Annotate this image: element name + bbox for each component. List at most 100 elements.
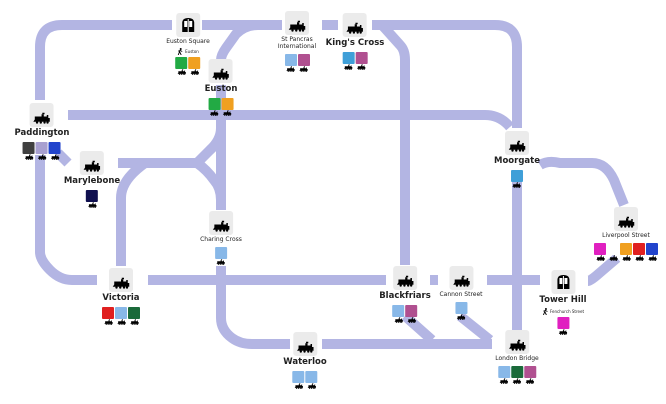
operator-badges xyxy=(392,304,418,323)
station-name: Blackfriars xyxy=(379,291,431,301)
rail-line xyxy=(35,155,97,285)
operator-badges xyxy=(22,141,61,160)
station-charing-cross[interactable]: Charing Cross xyxy=(200,211,242,265)
operator-train-icon xyxy=(115,306,127,325)
steam-train-icon xyxy=(343,13,367,37)
operator-badges xyxy=(342,51,368,70)
station-name: King's Cross xyxy=(325,38,385,48)
operator-badges xyxy=(498,365,536,384)
station-name: Paddington xyxy=(14,128,70,138)
rail-line xyxy=(194,158,226,201)
operator-train-icon xyxy=(498,365,510,384)
operator-train-icon xyxy=(594,242,606,261)
station-euston[interactable]: Euston xyxy=(204,59,238,116)
station-name: Charing Cross xyxy=(200,236,242,243)
operator-train-icon xyxy=(128,306,140,325)
rail-line xyxy=(537,156,629,207)
operator-badges xyxy=(85,189,98,208)
operator-train-icon xyxy=(208,97,221,116)
tube-train-icon xyxy=(175,13,200,37)
station-name: Marylebone xyxy=(63,176,121,186)
steam-train-icon xyxy=(109,268,133,292)
operator-train-icon xyxy=(305,370,318,389)
operator-badges xyxy=(556,316,569,335)
steam-train-icon xyxy=(393,266,417,290)
station-name: Cannon Street xyxy=(439,291,483,298)
operator-train-icon xyxy=(355,51,368,70)
walk-destination: Euston xyxy=(185,49,199,55)
operator-train-icon xyxy=(215,246,227,265)
operator-badges xyxy=(102,306,140,325)
rail-line xyxy=(372,20,522,128)
operator-badges xyxy=(292,370,318,389)
operator-train-icon xyxy=(221,97,234,116)
operator-badges xyxy=(594,242,658,261)
operator-train-icon xyxy=(633,242,645,261)
walk-destination: Fenchurch Street xyxy=(549,309,585,315)
operator-train-icon xyxy=(524,365,536,384)
operator-train-icon xyxy=(607,242,619,261)
tube-train-icon xyxy=(550,270,575,294)
station-cannon-street[interactable]: Cannon Street xyxy=(439,266,483,320)
station-victoria[interactable]: Victoria xyxy=(102,268,140,325)
rail-line xyxy=(456,312,494,344)
station-name: Tower Hill xyxy=(539,295,587,305)
operator-train-icon xyxy=(35,141,48,160)
operator-train-icon xyxy=(405,304,418,323)
operator-train-icon xyxy=(510,169,523,188)
walking-person-icon xyxy=(177,47,183,56)
walking-transfer: Euston xyxy=(177,47,199,56)
station-name: London Bridge xyxy=(495,355,539,362)
operator-train-icon xyxy=(175,56,188,75)
operator-train-icon xyxy=(620,242,632,261)
steam-train-icon xyxy=(614,207,638,231)
steam-train-icon xyxy=(505,330,529,354)
rail-line xyxy=(118,127,226,168)
operator-badges xyxy=(455,301,467,320)
operator-train-icon xyxy=(85,189,98,208)
operator-badges xyxy=(284,53,310,72)
operator-train-icon xyxy=(284,53,297,72)
operator-train-icon xyxy=(556,316,569,335)
steam-train-icon xyxy=(285,11,309,35)
operator-train-icon xyxy=(102,306,114,325)
rail-line xyxy=(68,110,514,131)
station-name: Euston xyxy=(204,84,238,94)
station-name: Waterloo xyxy=(283,357,327,367)
rail-line xyxy=(216,266,290,349)
rail-line xyxy=(216,20,277,61)
station-st-pancras-international[interactable]: St Pancras International xyxy=(272,11,322,72)
operator-train-icon xyxy=(392,304,405,323)
station-name: St Pancras International xyxy=(277,36,317,50)
operator-badges xyxy=(215,246,227,265)
station-moorgate[interactable]: Moorgate xyxy=(494,131,540,188)
station-paddington[interactable]: Paddington xyxy=(14,103,70,160)
rail-line xyxy=(54,149,72,167)
rail-line xyxy=(35,20,172,100)
rail-line xyxy=(378,21,410,265)
operator-train-icon xyxy=(297,53,310,72)
station-london-bridge[interactable]: London Bridge xyxy=(495,330,539,384)
station-waterloo[interactable]: Waterloo xyxy=(283,332,327,389)
station-blackfriars[interactable]: Blackfriars xyxy=(379,266,431,323)
steam-train-icon xyxy=(292,332,317,356)
station-liverpool-street[interactable]: Liverpool Street xyxy=(594,207,658,261)
operator-train-icon xyxy=(22,141,35,160)
operator-badges xyxy=(208,97,234,116)
station-marylebone[interactable]: Marylebone xyxy=(63,151,121,208)
steam-train-icon xyxy=(504,131,529,155)
station-name: Victoria xyxy=(102,293,140,303)
station-name: Moorgate xyxy=(494,156,540,166)
operator-train-icon xyxy=(455,301,467,320)
station-king-s-cross[interactable]: King's Cross xyxy=(325,13,385,70)
steam-train-icon xyxy=(29,103,54,127)
station-name: Liverpool Street xyxy=(602,232,650,239)
operator-train-icon xyxy=(188,56,201,75)
operator-train-icon xyxy=(646,242,658,261)
steam-train-icon xyxy=(209,211,233,235)
operator-badges xyxy=(510,169,523,188)
operator-train-icon xyxy=(342,51,355,70)
